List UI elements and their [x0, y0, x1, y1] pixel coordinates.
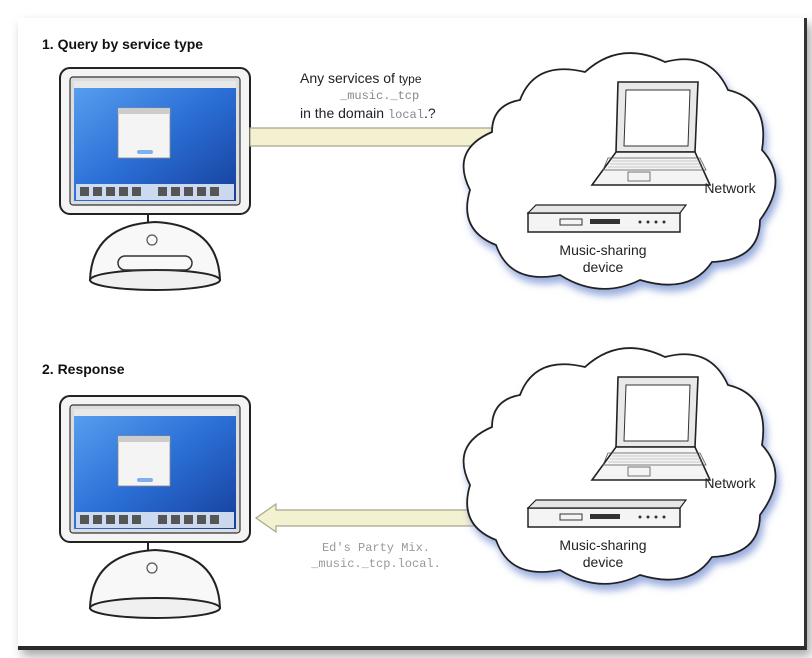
query-message: Any services of type _music._tcp in the …: [300, 70, 500, 124]
query-line-1: Any services of type: [300, 70, 422, 86]
computer-icon-bottom: [59, 395, 251, 619]
section-2-heading: 2. Response: [42, 361, 125, 377]
response-line-2: _music._tcp.local.: [311, 557, 441, 571]
music-device-icon-bottom: [526, 499, 688, 528]
section-1-heading: 1. Query by service type: [42, 36, 204, 52]
query-line-3: in the domain local.?: [300, 105, 436, 122]
music-device-icon-top: [526, 204, 688, 233]
computer-icon-top: [59, 67, 251, 291]
response-line-1: Ed's Party Mix.: [321, 541, 431, 555]
device-label-bottom: Music-sharing device: [559, 537, 647, 570]
query-line-2: _music._tcp: [340, 89, 420, 103]
laptop-icon-bottom: [590, 376, 712, 481]
network-label-top: Network: [704, 180, 756, 196]
response-message: Ed's Party Mix. _music._tcp.local.: [276, 540, 476, 572]
laptop-icon-top: [590, 81, 712, 186]
network-label-bottom: Network: [704, 475, 756, 491]
device-label-top: Music-sharing device: [559, 242, 647, 275]
frame-shadow-border: [18, 18, 807, 650]
